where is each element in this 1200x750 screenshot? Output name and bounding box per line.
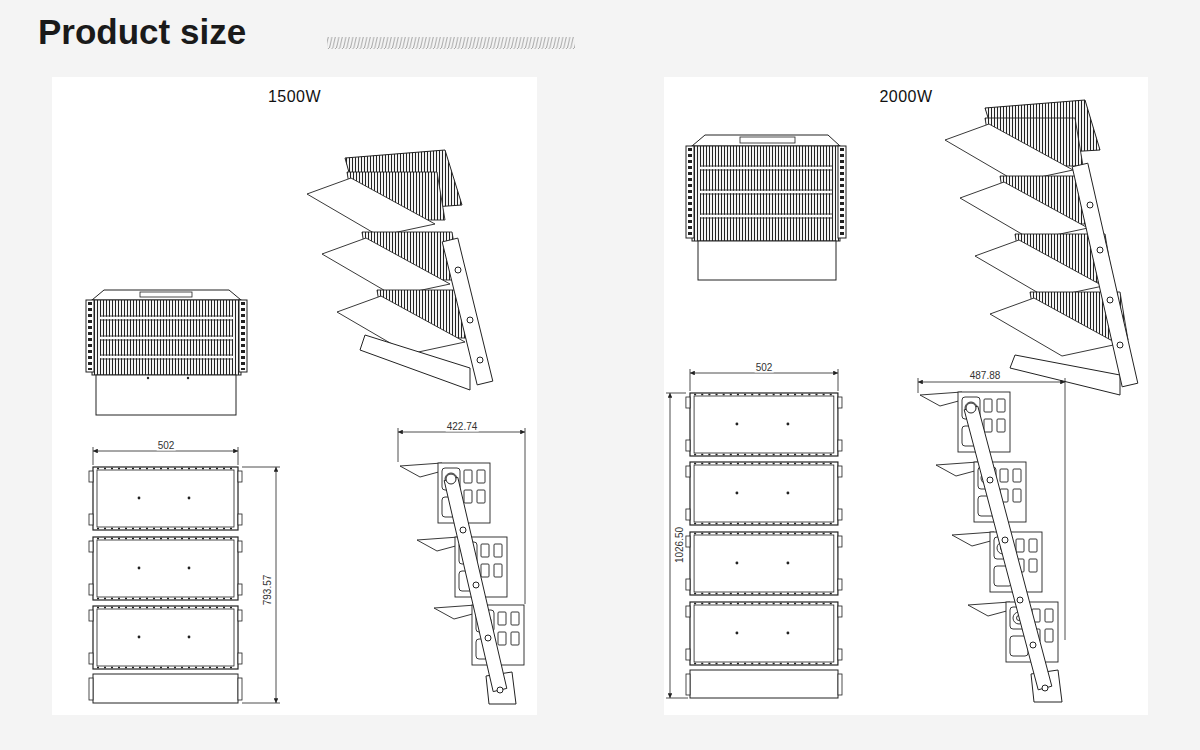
product-panel: 2000W bbox=[664, 77, 1148, 715]
housing-top bbox=[692, 135, 840, 146]
side-view bbox=[920, 392, 1062, 702]
arm-hole bbox=[1107, 297, 1113, 303]
side-ear bbox=[686, 146, 694, 238]
side-ear bbox=[86, 300, 94, 372]
screw bbox=[187, 377, 189, 379]
tilted-module bbox=[337, 290, 475, 354]
bracket bbox=[360, 335, 470, 390]
front-module bbox=[686, 602, 842, 665]
side-module bbox=[400, 463, 490, 523]
arm-hole bbox=[1002, 537, 1008, 543]
heat-sink bbox=[692, 146, 840, 241]
handle bbox=[740, 137, 795, 143]
visor bbox=[96, 375, 236, 415]
side-ear bbox=[838, 146, 846, 238]
dimension-lines bbox=[666, 369, 838, 698]
bottom-bracket bbox=[690, 670, 838, 698]
arm-hole bbox=[1097, 247, 1103, 253]
panel-heading: 2000W bbox=[664, 77, 1148, 106]
front-module bbox=[89, 467, 242, 530]
clip bbox=[686, 674, 690, 695]
handle bbox=[140, 292, 192, 297]
pivot bbox=[497, 687, 503, 693]
tilted-module bbox=[990, 292, 1128, 356]
panel-ground bbox=[52, 77, 537, 715]
dimension-lines bbox=[93, 447, 280, 703]
dimension-lines bbox=[918, 378, 1065, 640]
pivot bbox=[966, 403, 976, 413]
arm-hole bbox=[1087, 202, 1093, 208]
ear-slots bbox=[840, 148, 844, 236]
fin-gaps bbox=[100, 318, 233, 357]
side-ear bbox=[239, 300, 247, 372]
tilted-module bbox=[945, 118, 1083, 182]
front-module bbox=[89, 606, 242, 669]
clip bbox=[238, 678, 242, 700]
dimension-label: 1026.50 bbox=[674, 526, 685, 564]
tilted-view bbox=[307, 150, 493, 390]
arm-hole bbox=[467, 317, 473, 323]
arm bbox=[442, 238, 493, 385]
tilted-view bbox=[945, 100, 1138, 395]
tilted-module bbox=[307, 172, 445, 236]
front-view bbox=[89, 467, 242, 703]
arm-hole bbox=[455, 267, 461, 273]
pivot bbox=[446, 474, 456, 484]
front-module bbox=[89, 537, 242, 600]
product-panel: 1500W bbox=[52, 77, 537, 715]
visor bbox=[698, 241, 836, 280]
page-title: Product size bbox=[38, 11, 246, 53]
header-hatch bbox=[327, 37, 575, 49]
clip bbox=[838, 674, 842, 695]
arm-hole bbox=[1030, 642, 1036, 648]
front-module bbox=[686, 393, 842, 456]
arm-hole bbox=[477, 357, 483, 363]
side-module bbox=[968, 602, 1058, 662]
arm bbox=[1072, 163, 1138, 387]
dimension-lines bbox=[398, 428, 525, 604]
pivot bbox=[1042, 685, 1048, 691]
side-module bbox=[952, 532, 1042, 592]
screw bbox=[147, 377, 149, 379]
housing-top bbox=[92, 290, 241, 300]
side-view bbox=[400, 463, 524, 704]
bottom-bracket bbox=[93, 674, 238, 703]
dimension-label: 502 bbox=[157, 440, 176, 451]
front-module bbox=[686, 532, 842, 595]
arm-hole bbox=[1117, 342, 1123, 348]
panel-ground bbox=[664, 77, 1148, 715]
band-lines bbox=[100, 316, 233, 359]
band-lines bbox=[700, 166, 832, 218]
arm bbox=[444, 477, 507, 691]
side-module bbox=[920, 392, 1010, 452]
dimension-label: 793.57 bbox=[262, 574, 273, 607]
ear-slots bbox=[241, 302, 245, 370]
dimension-label: 502 bbox=[755, 362, 774, 373]
front-view bbox=[686, 393, 842, 698]
dimension-label: 422.74 bbox=[446, 421, 479, 432]
dimension-label: 487.88 bbox=[969, 370, 1002, 381]
arm-hole bbox=[485, 635, 491, 641]
ear-slots bbox=[88, 302, 92, 370]
perspective-view bbox=[86, 290, 247, 415]
front-module bbox=[686, 462, 842, 525]
arm bbox=[964, 406, 1052, 690]
heat-sink bbox=[92, 300, 241, 375]
perspective-view bbox=[686, 135, 846, 280]
fin-gaps bbox=[700, 168, 832, 216]
arm-hole bbox=[473, 582, 479, 588]
panel-heading: 1500W bbox=[52, 77, 537, 106]
arm-hole bbox=[987, 477, 993, 483]
ear-slots bbox=[688, 148, 692, 236]
arm-hole bbox=[1017, 597, 1023, 603]
clip bbox=[89, 678, 93, 700]
arm-hole bbox=[460, 527, 466, 533]
tilted-module bbox=[322, 232, 460, 296]
